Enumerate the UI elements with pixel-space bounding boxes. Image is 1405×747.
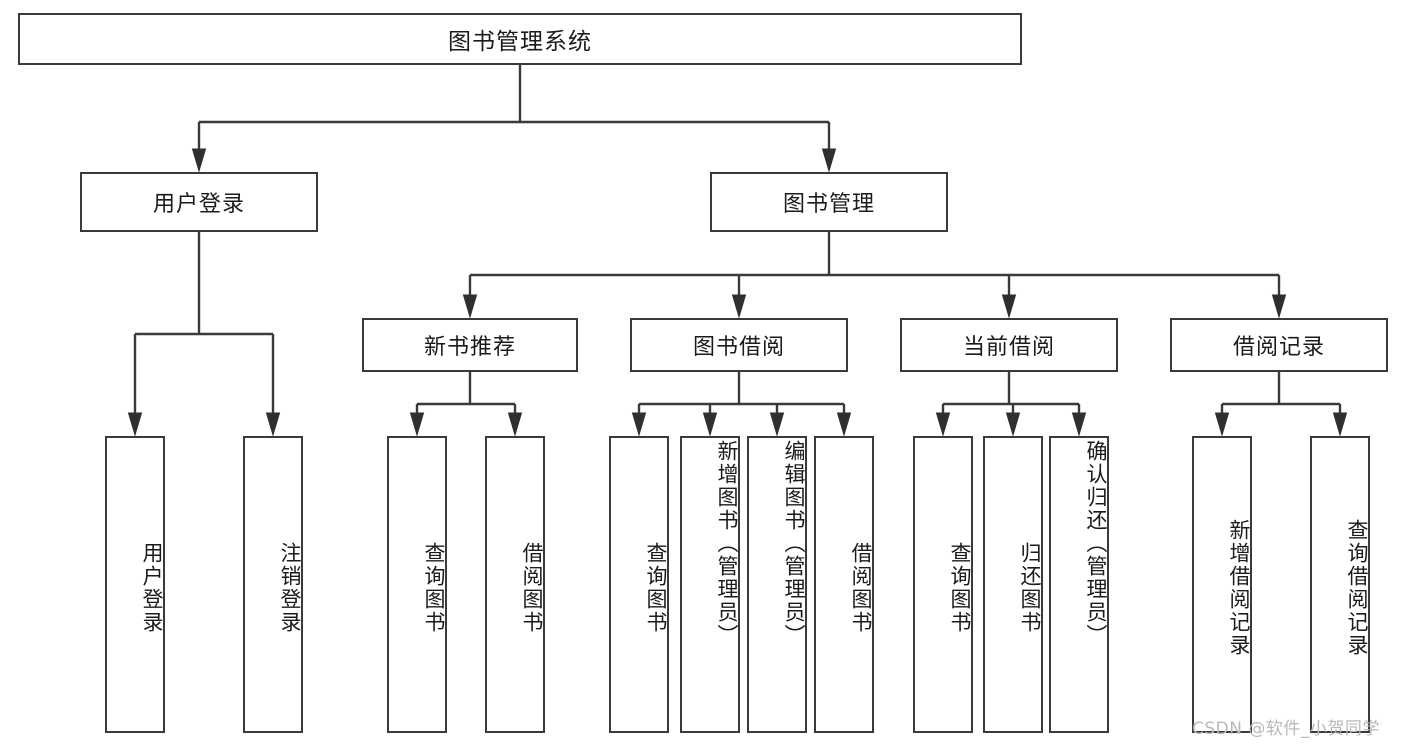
connector-arrowhead — [631, 412, 647, 437]
node-label: 查询图书 — [422, 541, 446, 634]
connector-arrowhead — [127, 412, 143, 437]
connector-arrowhead — [731, 294, 747, 319]
node-label: 编辑图书（管理员） — [782, 440, 806, 647]
node-label: 查询图书 — [644, 541, 668, 634]
node-l-qbook3[interactable]: 查询图书 — [913, 436, 973, 733]
connector-arrowhead — [935, 412, 951, 437]
node-label: 用户登录 — [152, 192, 245, 217]
node-label: 图书借阅 — [692, 335, 785, 360]
connector-arrowhead — [1071, 412, 1087, 437]
connector-arrowhead — [265, 412, 281, 437]
node-label: 图书管理系统 — [448, 29, 592, 55]
connector-arrowhead — [1001, 294, 1017, 319]
connector-arrowhead — [836, 412, 852, 437]
node-l-addbook[interactable]: 新增图书（管理员） — [680, 436, 740, 733]
node-label: 新增图书（管理员） — [715, 440, 739, 647]
node-label: 归还图书 — [1018, 541, 1042, 634]
node-records[interactable]: 借阅记录 — [1170, 318, 1388, 372]
node-l-bbook2[interactable]: 借阅图书 — [814, 436, 874, 733]
node-l-bbook1[interactable]: 借阅图书 — [485, 436, 545, 733]
node-current[interactable]: 当前借阅 — [900, 318, 1118, 372]
connector-arrowhead — [409, 412, 425, 437]
node-newbook[interactable]: 新书推荐 — [362, 318, 578, 372]
connector-arrowhead — [1332, 412, 1348, 437]
connector-arrowhead — [462, 294, 478, 319]
node-l-return[interactable]: 归还图书 — [983, 436, 1043, 733]
node-label: 查询借阅记录 — [1345, 518, 1369, 657]
node-label: 新书推荐 — [423, 335, 516, 360]
connector-arrowhead — [1214, 412, 1230, 437]
node-label: 注销登录 — [278, 541, 302, 634]
node-login[interactable]: 用户登录 — [80, 172, 318, 232]
node-l-qrec[interactable]: 查询借阅记录 — [1310, 436, 1370, 733]
node-label: 借阅记录 — [1232, 335, 1325, 360]
node-label: 借阅图书 — [849, 541, 873, 634]
connector-arrowhead — [1005, 412, 1021, 437]
node-l-qbook2[interactable]: 查询图书 — [609, 436, 669, 733]
watermark: CSDN @软件_小贺同学 — [1192, 719, 1380, 739]
node-label: 借阅图书 — [520, 541, 544, 634]
connector-arrowhead — [702, 412, 718, 437]
connector-arrowhead — [769, 412, 785, 437]
connector-arrowhead — [191, 148, 207, 173]
node-label: 确认归还（管理员） — [1084, 440, 1108, 647]
node-root[interactable]: 图书管理系统 — [18, 13, 1022, 65]
node-l-confirm[interactable]: 确认归还（管理员） — [1049, 436, 1109, 733]
connector-arrowhead — [1271, 294, 1287, 319]
node-label: 新增借阅记录 — [1227, 518, 1251, 657]
node-l-qbook1[interactable]: 查询图书 — [387, 436, 447, 733]
node-l-addrec[interactable]: 新增借阅记录 — [1192, 436, 1252, 733]
connector-arrowhead — [507, 412, 523, 437]
node-l-login[interactable]: 用户登录 — [105, 436, 165, 733]
node-label: 查询图书 — [948, 541, 972, 634]
node-bookmgmt[interactable]: 图书管理 — [710, 172, 948, 232]
node-borrow[interactable]: 图书借阅 — [630, 318, 848, 372]
connector-arrowhead — [821, 148, 837, 173]
node-l-editbook[interactable]: 编辑图书（管理员） — [747, 436, 807, 733]
node-l-logout[interactable]: 注销登录 — [243, 436, 303, 733]
node-label: 当前借阅 — [962, 335, 1055, 360]
node-label: 图书管理 — [782, 192, 875, 217]
node-label: 用户登录 — [140, 541, 164, 634]
